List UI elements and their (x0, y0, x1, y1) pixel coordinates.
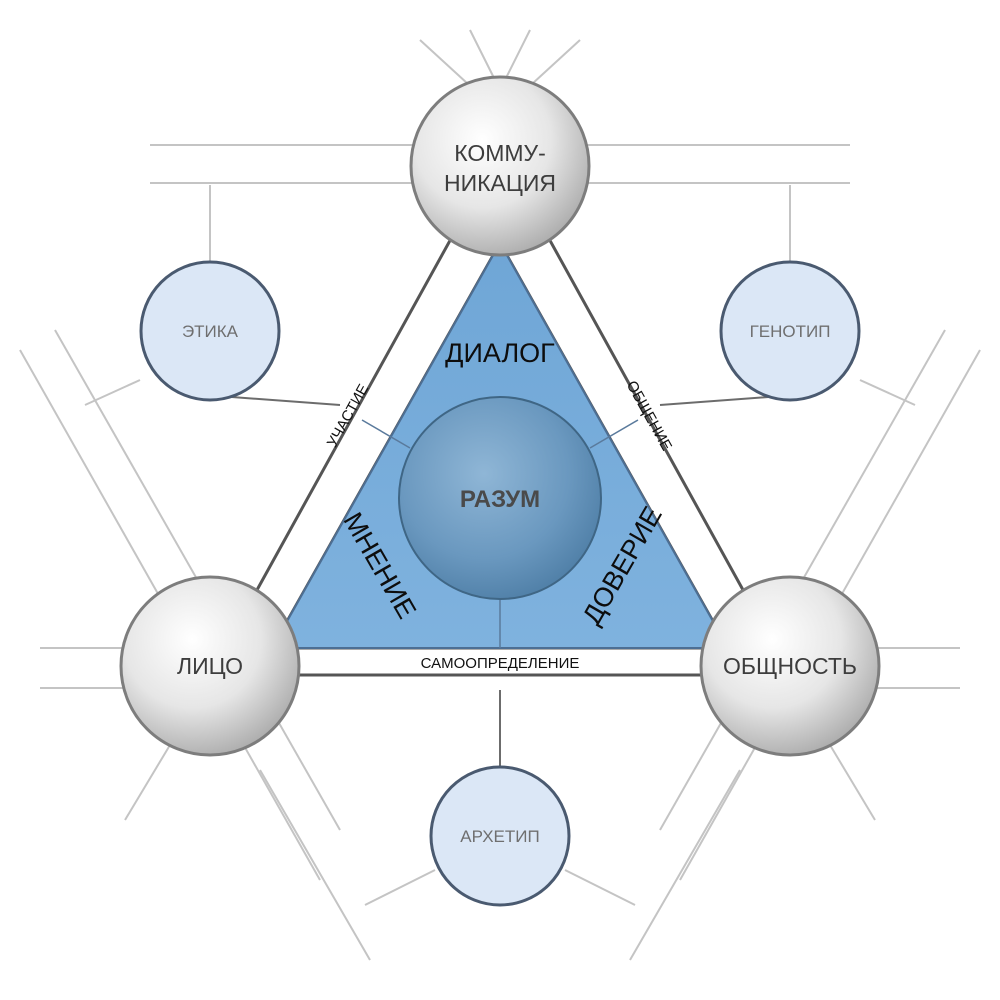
outer-node-left-circle (139, 260, 281, 402)
vertex-top-sphere (409, 75, 591, 257)
edge-label-bottom: САМООПРЕДЕЛЕНИЕ (421, 655, 580, 672)
outer-node-etika: ЭТИКА (139, 260, 281, 402)
sector-label-top: ДИАЛОГ (445, 338, 555, 368)
outer-node-left-label: ЭТИКА (182, 322, 239, 341)
outer-node-right-label: ГЕНОТИП (750, 322, 831, 341)
center-label: РАЗУМ (460, 486, 540, 513)
outer-node-right-circle (719, 260, 861, 402)
outer-node-arhetip: АРХЕТИП (429, 765, 571, 907)
vertex-right-sphere (699, 575, 881, 757)
outer-node-genotip: ГЕНОТИП (719, 260, 861, 402)
vertex-right-label: ОБЩНОСТЬ (723, 653, 857, 679)
vertex-obshchnost: ОБЩНОСТЬ (699, 575, 881, 757)
vertex-kommunikaciya: КОММУ- НИКАЦИЯ (409, 75, 591, 257)
vertex-left-label: ЛИЦО (177, 653, 243, 679)
vertex-left-sphere (119, 575, 301, 757)
vertex-lico: ЛИЦО (119, 575, 301, 757)
vertex-top-label-line1: КОММУ- (454, 140, 546, 166)
outer-node-bottom-label: АРХЕТИП (460, 827, 539, 846)
sector-dividers (361, 419, 639, 648)
vertex-top-label-line2: НИКАЦИЯ (444, 170, 556, 196)
center-sphere (398, 396, 602, 600)
outer-node-bottom-circle (429, 765, 571, 907)
